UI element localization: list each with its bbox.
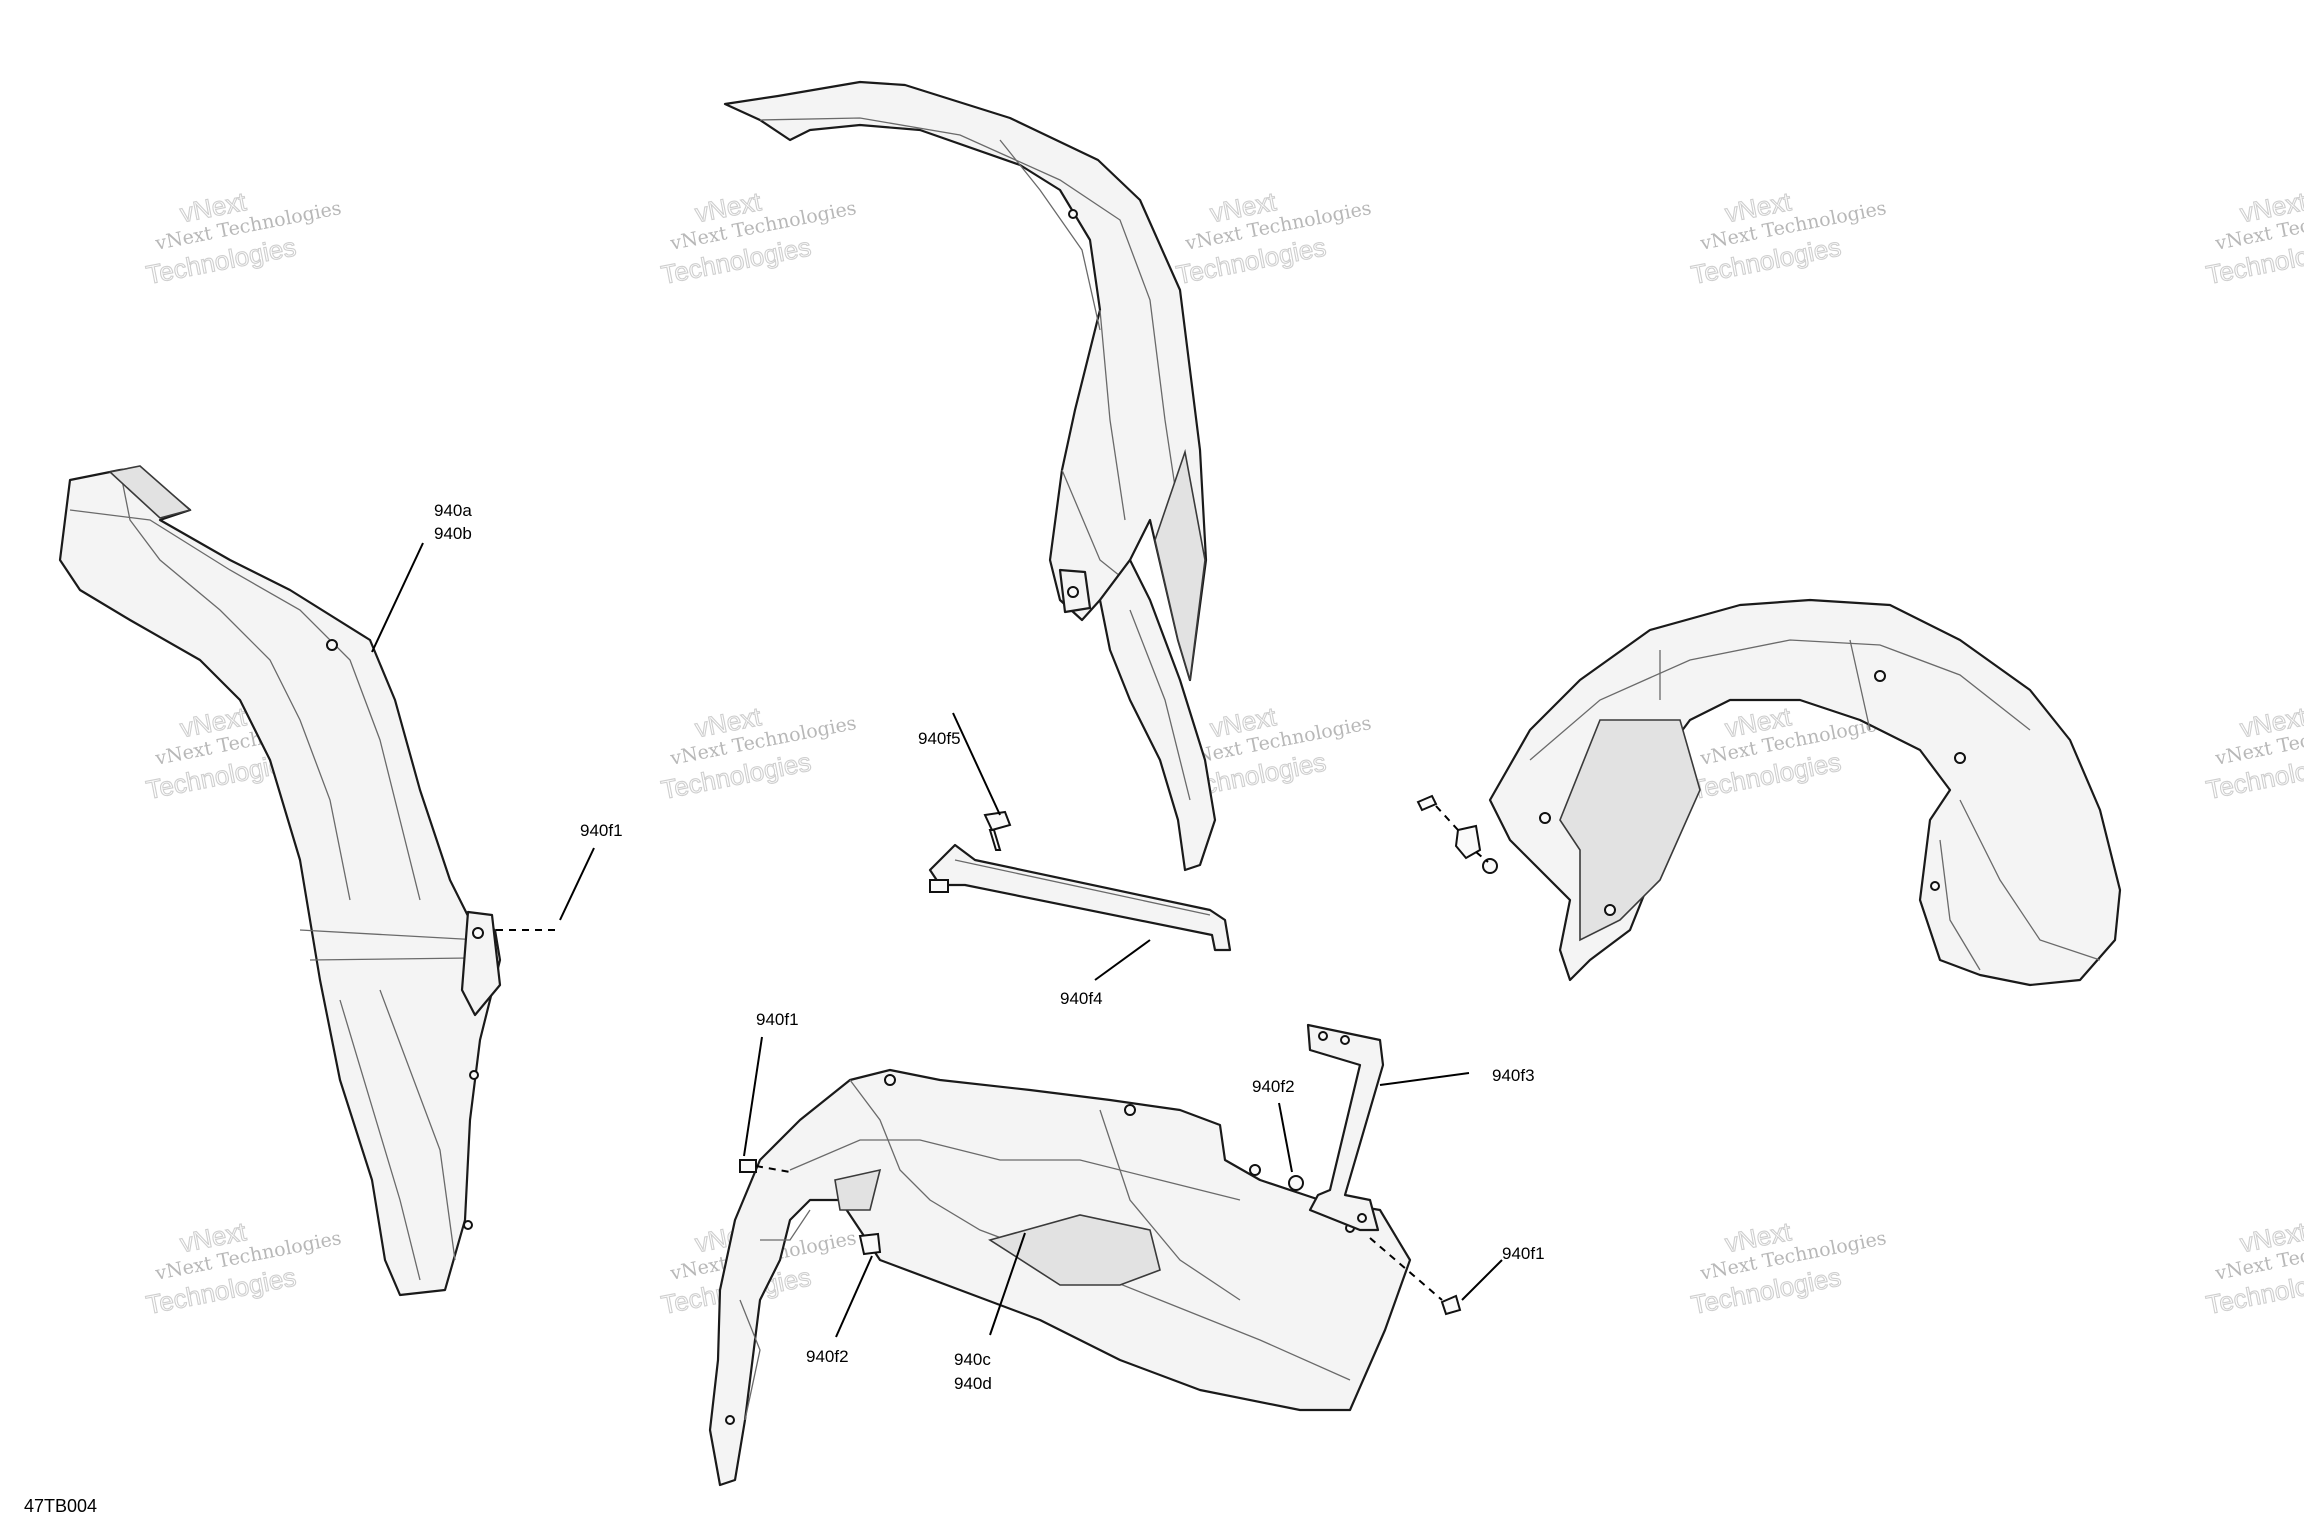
callout-940a: 940a: [434, 501, 472, 520]
callout-940d: 940d: [954, 1374, 992, 1393]
callout-940f4: 940f4: [1060, 989, 1103, 1008]
callout-940b: 940b: [434, 524, 472, 543]
support-bracket[interactable]: [928, 810, 1232, 952]
callout-940c: 940c: [954, 1350, 991, 1369]
callout-940f1-bottom: 940f1: [756, 1010, 799, 1029]
fender-lower-center[interactable]: [708, 1023, 1462, 1487]
front-fender-extension-top[interactable]: [723, 80, 1217, 872]
fender-right-side[interactable]: [1416, 598, 2122, 987]
callout-940f1-left: 940f1: [580, 821, 623, 840]
front-fender-extension-left[interactable]: [58, 465, 502, 1297]
figure-reference: 47TB004: [24, 1496, 97, 1516]
callout-940f3: 940f3: [1492, 1066, 1535, 1085]
callout-labels: 940a 940b 940f1 940f5 940f4 940f1 940f2 …: [434, 501, 1545, 1393]
callout-940f2-top: 940f2: [1252, 1077, 1295, 1096]
callout-940f5: 940f5: [918, 729, 961, 748]
callout-940f2-bottom: 940f2: [806, 1347, 849, 1366]
leader-lines: [371, 542, 1503, 1338]
callout-940f1-right: 940f1: [1502, 1244, 1545, 1263]
